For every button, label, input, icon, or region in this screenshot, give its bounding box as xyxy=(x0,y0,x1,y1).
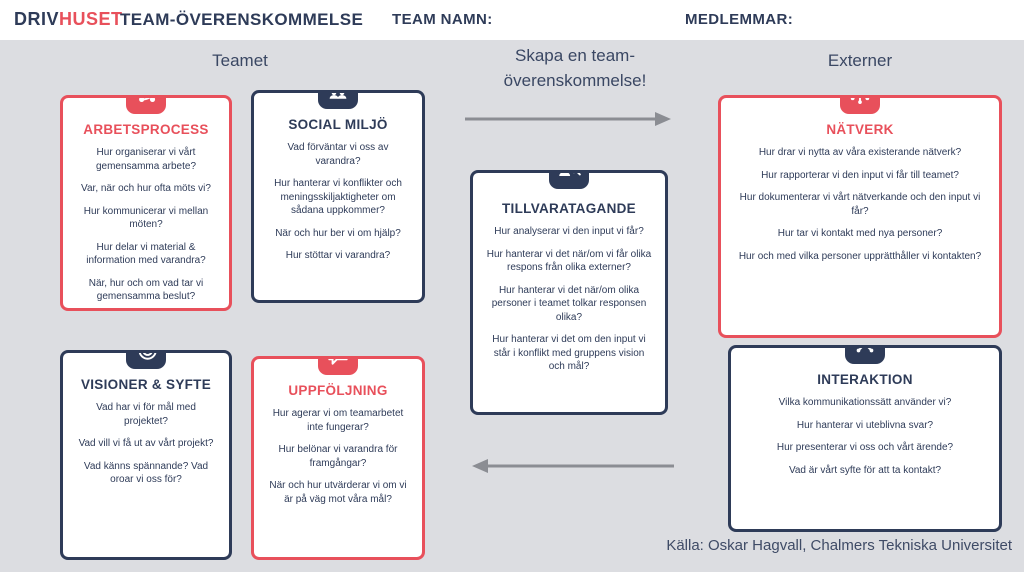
logo-part-2: HUSET xyxy=(59,9,123,29)
heading-teamet: Teamet xyxy=(212,51,268,70)
question-text: Hur analyserar vi den input vi får? xyxy=(494,226,644,237)
question-text: Hur presenterar vi oss och vårt ärende? xyxy=(776,442,954,453)
logo-part-1: DRIV xyxy=(14,9,60,29)
card-title: ARBETSPROCESS xyxy=(83,122,209,137)
question-text: Hur rapporterar vi den input vi får till… xyxy=(761,169,959,181)
question-text: Hur hanterar vi det om den input vi står… xyxy=(492,334,646,372)
members-label: MEDLEMMAR: xyxy=(685,11,794,28)
question-text: Hur hanterar vi det när/om vi får olika … xyxy=(486,248,652,274)
question-text: Hur hanterar vi uteblivna svar? xyxy=(796,419,934,431)
workflow-icon xyxy=(126,98,166,114)
question-text: Hur och med vilka personer upprätthåller… xyxy=(738,250,982,262)
question-text: När och hur utvärderar vi om vi är på vä… xyxy=(269,480,407,505)
source-credit: Källa: Oskar Hagvall, Chalmers Tekniska … xyxy=(666,537,1012,554)
card-title: NÄTVERK xyxy=(826,122,894,137)
team-name-label: TEAM NAMN: xyxy=(392,11,493,28)
question-text: Vad förväntar vi oss av varandra? xyxy=(287,142,389,167)
card-title: INTERAKTION xyxy=(817,372,913,387)
question-list: Vilka kommunikationssätt använder vi? Hur… xyxy=(741,396,989,477)
card-interaktion: INTERAKTION Vilka kommunikationssätt anv… xyxy=(728,345,1002,532)
question-text: Vad är vårt syfte för att ta kontakt? xyxy=(788,464,942,476)
card-social-miljo: SOCIAL MILJÖ Vad förväntar vi oss av var… xyxy=(251,90,425,303)
network-share-icon xyxy=(840,98,880,114)
question-text: Vad har vi för mål med projektet? xyxy=(96,402,196,427)
people-presentation-icon xyxy=(318,93,358,109)
question-text: Hur belönar vi varandra för framgångar? xyxy=(278,444,398,469)
question-text: Var, när och hur ofta möts vi? xyxy=(81,183,211,194)
question-text: Hur dokumenterar vi vårt nätverkande och… xyxy=(739,192,981,217)
card-arbetsprocess: ARBETSPROCESS Hur organiserar vi vårt ge… xyxy=(60,95,232,311)
card-natverk: NÄTVERK Hur drar vi nytta av våra existe… xyxy=(718,95,1002,338)
heading-externer: Externer xyxy=(827,51,893,70)
question-text: Hur kommunicerar vi mellan möten? xyxy=(83,205,209,231)
drivhuset-logo: DRIVHUSET xyxy=(14,9,123,30)
card-title: VISIONER & SYFTE xyxy=(80,377,212,392)
header-bar: DRIVHUSET TEAM-ÖVERENSKOMMELSE TEAM NAMN… xyxy=(0,0,1024,40)
card-title: SOCIAL MILJÖ xyxy=(288,117,388,132)
page-title: TEAM-ÖVERENSKOMMELSE xyxy=(120,10,364,29)
question-text: Hur hanterar vi det när/om olika persone… xyxy=(491,284,647,323)
question-text: Hur delar vi material & information med … xyxy=(86,241,206,267)
question-list: Vad har vi för mål med projektet? Vad vil… xyxy=(73,401,219,487)
question-text: Hur organiserar vi vårt gemensamma arbet… xyxy=(95,147,197,172)
question-text: Hur agerar vi om teamarbetet inte funger… xyxy=(272,408,404,433)
card-tillvaratagande: TILLVARATAGANDE Hur analyserar vi den in… xyxy=(470,170,668,415)
question-list: Hur drar vi nytta av våra existerande nä… xyxy=(731,146,989,263)
card-uppfoljning: UPPFÖLJNING Hur agerar vi om teamarbetet… xyxy=(251,356,425,560)
question-text: När och hur ber vi om hjälp? xyxy=(275,227,401,239)
target-icon xyxy=(126,353,166,369)
question-text: Hur tar vi kontakt med nya personer? xyxy=(777,228,943,239)
question-text: Hur hanterar vi konflikter och meningssk… xyxy=(274,178,402,216)
chat-bubble-icon xyxy=(318,359,358,375)
arrow-left-icon xyxy=(472,457,676,480)
question-list: Vad förväntar vi oss av varandra? Hur han… xyxy=(264,141,412,263)
question-text: Vilka kommunikationssätt använder vi? xyxy=(778,397,952,408)
arrow-right-icon xyxy=(463,110,671,133)
question-text: När, hur och om vad tar vi gemensamma be… xyxy=(88,277,204,303)
card-title: UPPFÖLJNING xyxy=(288,383,388,398)
card-visioner-syfte: VISIONER & SYFTE Vad har vi för mål med … xyxy=(60,350,232,560)
question-list: Hur analyserar vi den input vi får? Hur h… xyxy=(483,225,655,374)
network-nodes-icon xyxy=(845,348,885,364)
question-text: Vad vill vi få ut av vårt projekt? xyxy=(78,438,214,449)
card-title: TILLVARATAGANDE xyxy=(502,201,636,216)
question-list: Hur agerar vi om teamarbetet inte funger… xyxy=(264,407,412,506)
heading-center: Skapa en team-överenskommelse! xyxy=(503,46,647,90)
question-text: Vad känns spännande? Vad oroar vi oss fö… xyxy=(83,460,209,486)
question-text: Hur stöttar vi varandra? xyxy=(285,250,391,261)
person-analysis-icon xyxy=(549,173,589,189)
question-list: Hur organiserar vi vårt gemensamma arbet… xyxy=(73,146,219,304)
question-text: Hur drar vi nytta av våra existerande nä… xyxy=(758,147,962,158)
